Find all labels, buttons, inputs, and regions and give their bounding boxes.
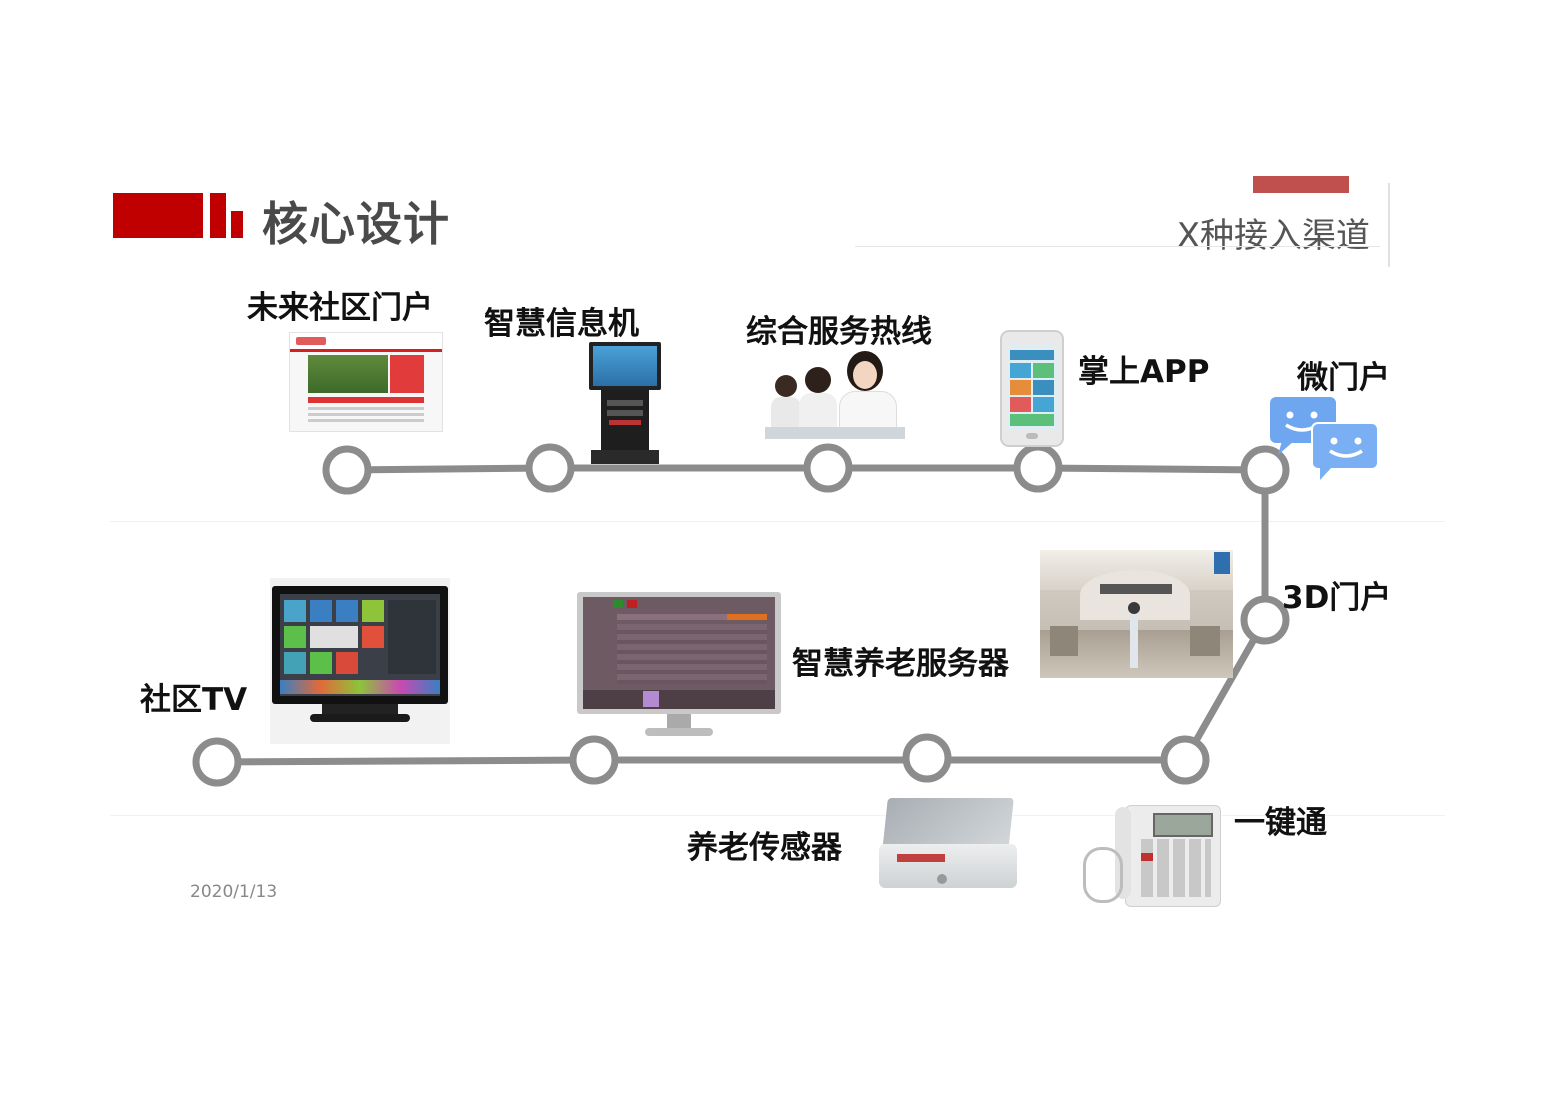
call-center-operators	[765, 345, 905, 439]
web-portal-screenshot	[289, 332, 443, 432]
station-node-future-portal	[326, 449, 368, 491]
station-node-app	[1017, 447, 1059, 489]
label-future-portal: 未来社区门户	[247, 282, 433, 327]
smartphone-app	[1000, 330, 1064, 447]
label-tv: 社区TV	[140, 674, 247, 719]
slide-date: 2020/1/13	[190, 882, 277, 902]
station-node-sensor	[906, 737, 948, 779]
label-3d-portal: 3D门户	[1282, 572, 1391, 617]
station-node-tv	[196, 741, 238, 783]
station-node-one-key	[1164, 739, 1206, 781]
station-node-info-kiosk	[529, 447, 571, 489]
station-node-server	[573, 739, 615, 781]
sensor-box	[877, 796, 1020, 894]
3d-hall-render	[1040, 550, 1233, 678]
tv-screen	[270, 578, 450, 744]
label-sensor: 养老传感器	[687, 822, 842, 867]
chat-bubbles-icon	[1268, 395, 1380, 481]
label-one-key: 一键通	[1234, 797, 1327, 842]
label-app: 掌上APP	[1078, 346, 1209, 391]
label-info-kiosk: 智慧信息机	[484, 298, 639, 343]
monitor-dashboard	[577, 592, 781, 740]
desk-telephone	[1083, 803, 1223, 911]
station-node-3d-portal	[1244, 599, 1286, 641]
station-node-hotline	[807, 447, 849, 489]
kiosk-machine	[585, 340, 665, 466]
label-wechat: 微门户	[1297, 352, 1390, 397]
label-server: 智慧养老服务器	[792, 638, 1009, 683]
